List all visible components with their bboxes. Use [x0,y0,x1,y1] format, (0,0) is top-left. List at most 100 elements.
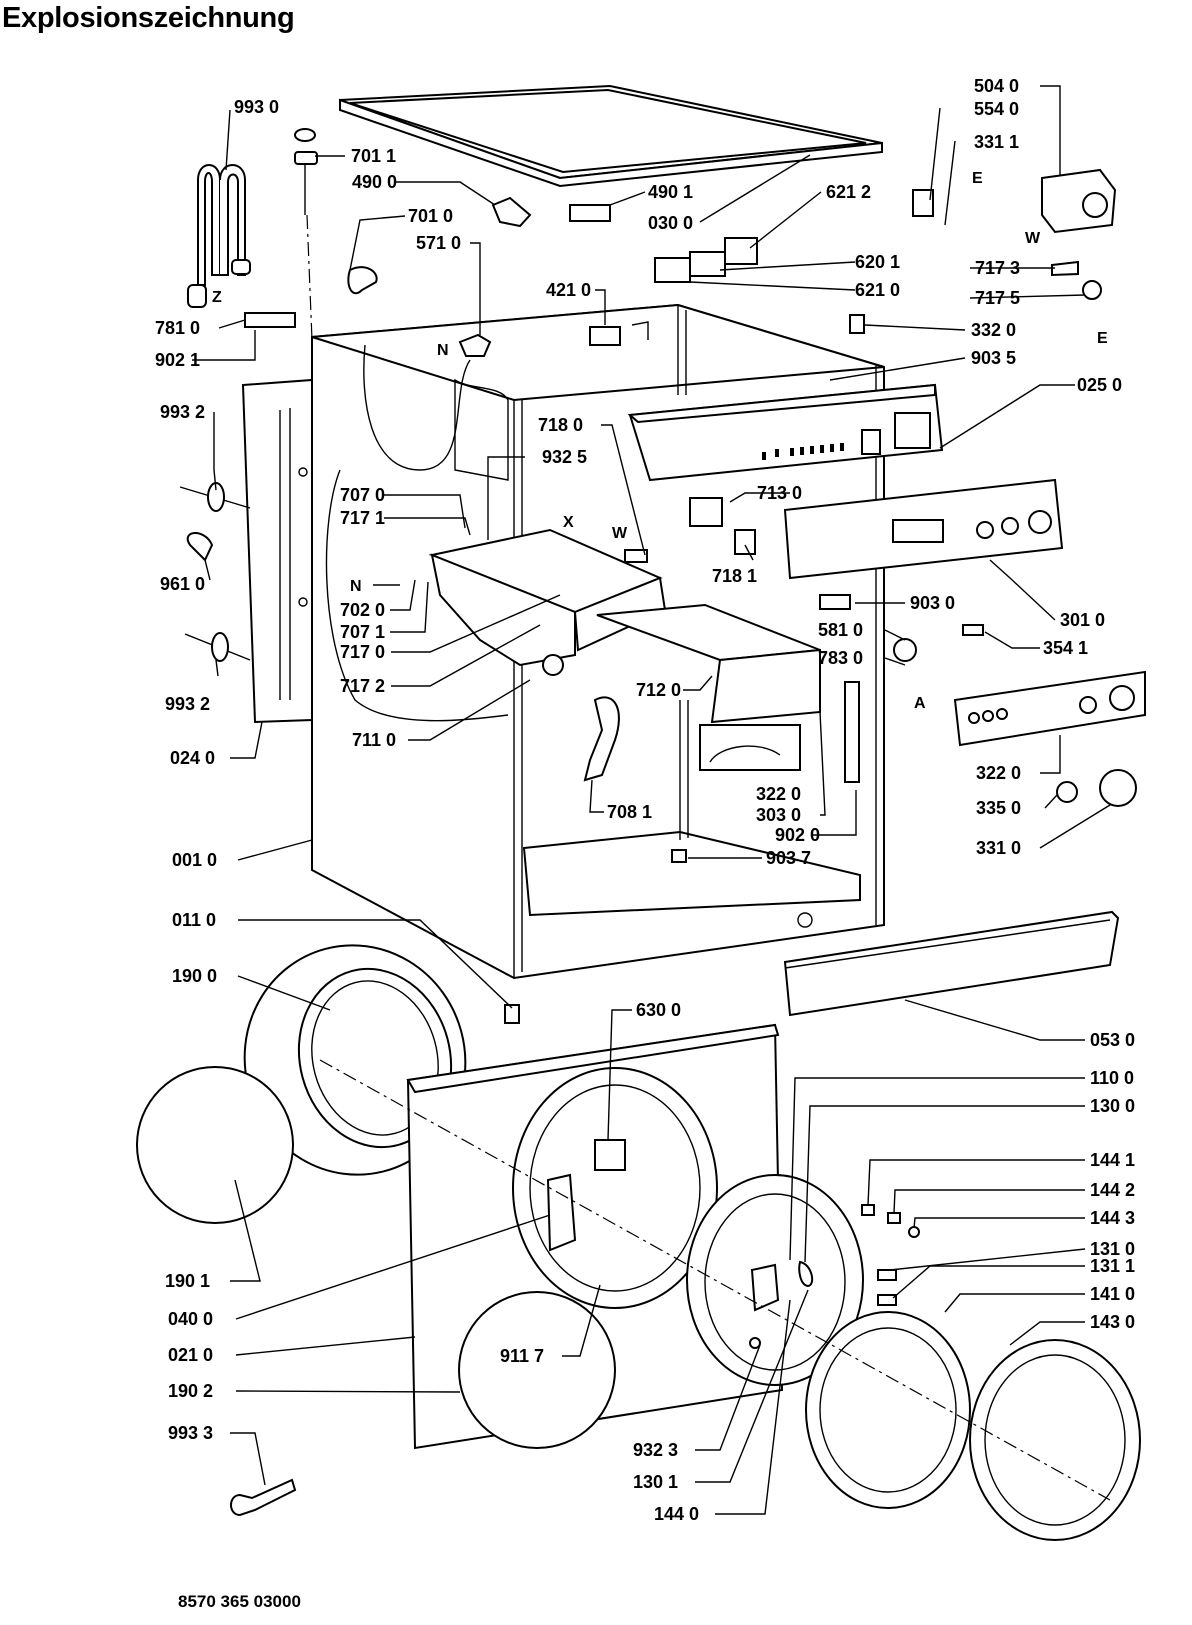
side-panel [241,378,313,724]
callout-712-0: 712 0 [636,680,681,700]
callout-144-3: 144 3 [1090,1208,1135,1228]
door-assembly [686,1174,1141,1541]
marker-a: A [914,695,926,712]
callout-322-0-plate: 322 0 [976,763,1021,783]
callout-024-0: 024 0 [170,748,215,768]
callout-702-0: 702 0 [340,600,385,620]
callout-717-2: 717 2 [340,676,385,696]
marker-w-dispenser: W [612,525,628,542]
callout-717-1: 717 1 [340,508,385,528]
callout-144-0: 144 0 [654,1504,699,1524]
page-title: Explosionszeichnung [2,2,295,34]
callout-141-0: 141 0 [1090,1284,1135,1304]
document-number: 8570 365 03000 [178,1592,301,1611]
leader-lines [192,85,1111,1515]
callout-581-0: 581 0 [818,620,863,640]
callout-143-0: 143 0 [1090,1312,1135,1332]
callout-903-7: 903 7 [766,848,811,868]
marker-e-top: E [972,170,983,187]
callout-490-0: 490 0 [352,172,397,192]
callout-961-0: 961 0 [160,574,205,594]
callout-711-0: 711 0 [352,730,396,750]
callout-144-1: 144 1 [1090,1150,1135,1170]
dispenser-fittings [583,497,984,863]
callout-130-0: 130 0 [1090,1096,1135,1116]
callout-701-1: 701 1 [351,146,396,166]
callout-354-1: 354 1 [1043,638,1088,658]
callout-708-1: 708 1 [607,802,652,822]
callout-717-0: 717 0 [340,642,385,662]
callout-932-3: 932 3 [633,1440,678,1460]
callout-621-0: 621 0 [855,280,900,300]
centre-axis [319,1059,1111,1501]
marker-w-top: W [1025,230,1041,247]
callout-903-0: 903 0 [910,593,955,613]
callout-322-0-drawer: 322 0 [756,784,801,804]
timer-components [849,168,1117,334]
callout-902-0: 902 0 [775,825,820,845]
callout-331-1: 331 1 [974,132,1019,152]
callout-130-1: 130 1 [633,1472,678,1492]
callout-053-0: 053 0 [1090,1030,1135,1050]
callout-331-0: 331 0 [976,838,1021,858]
kick-plate [783,910,1120,1017]
callout-332-0: 332 0 [971,320,1016,340]
front-panel [406,1023,784,1450]
callout-021-0: 021 0 [168,1345,213,1365]
callout-630-0: 630 0 [636,1000,681,1020]
callout-144-2: 144 2 [1090,1180,1135,1200]
callout-713-0: 713 0 [757,483,802,503]
callout-504-0: 504 0 [974,76,1019,96]
callout-781-0: 781 0 [155,318,200,338]
callout-421-0: 421 0 [546,280,591,300]
top-lid [339,84,883,188]
callout-001-0: 001 0 [172,850,217,870]
detergent-dispenser [428,528,821,771]
callout-011-0: 011 0 [172,910,216,930]
marker-x: X [563,514,574,531]
control-panel-frame [627,383,944,482]
callout-993-0: 993 0 [234,97,279,117]
callout-025-0: 025 0 [1077,375,1122,395]
callout-718-1: 718 1 [712,566,757,586]
callout-707-0: 707 0 [340,485,385,505]
callout-571-0: 571 0 [416,233,461,253]
callout-621-2: 621 2 [826,182,871,202]
callout-490-1: 490 1 [648,182,693,202]
small-parts-upper-left [244,128,649,357]
callout-131-0: 131 0 [1090,1239,1135,1259]
callout-190-0: 190 0 [172,966,217,986]
callout-335-0: 335 0 [976,798,1021,818]
callout-707-1: 707 1 [340,622,385,642]
callout-303-0: 303 0 [756,805,801,825]
callout-620-1: 620 1 [855,252,900,272]
callout-993-3: 993 3 [168,1423,213,1443]
marker-z: Z [212,289,222,306]
callout-911-7: 911 7 [500,1346,544,1366]
wrench [230,1478,297,1517]
callout-903-5: 903 5 [971,348,1016,368]
callout-labels: 993 0 701 1 490 0 490 1 030 0 621 2 504 … [155,76,1135,1524]
callout-554-0: 554 0 [974,99,1019,119]
callout-993-2-upper: 993 2 [160,402,205,422]
marker-n-valve: N [437,342,449,359]
callout-718-0: 718 0 [538,415,583,435]
marker-n-dispenser: N [350,578,362,595]
left-fittings [179,482,251,662]
rating-plate [953,670,1146,807]
callout-701-0: 701 0 [408,206,453,226]
control-fascia [783,478,1064,580]
callout-717-3: 717 3 [975,258,1020,278]
callout-190-1: 190 1 [165,1271,210,1291]
water-hoses [187,164,251,308]
callout-783-0: 783 0 [818,648,863,668]
marker-e-right: E [1097,330,1108,347]
callout-932-5: 932 5 [542,447,587,467]
callout-902-1: 902 1 [155,350,200,370]
callout-717-5: 717 5 [975,288,1020,308]
letter-markers: E E W W N N X Z A [212,170,1108,712]
pcb-modules [654,237,758,283]
callout-110-0: 110 0 [1090,1068,1134,1088]
callout-301-0: 301 0 [1060,610,1105,630]
